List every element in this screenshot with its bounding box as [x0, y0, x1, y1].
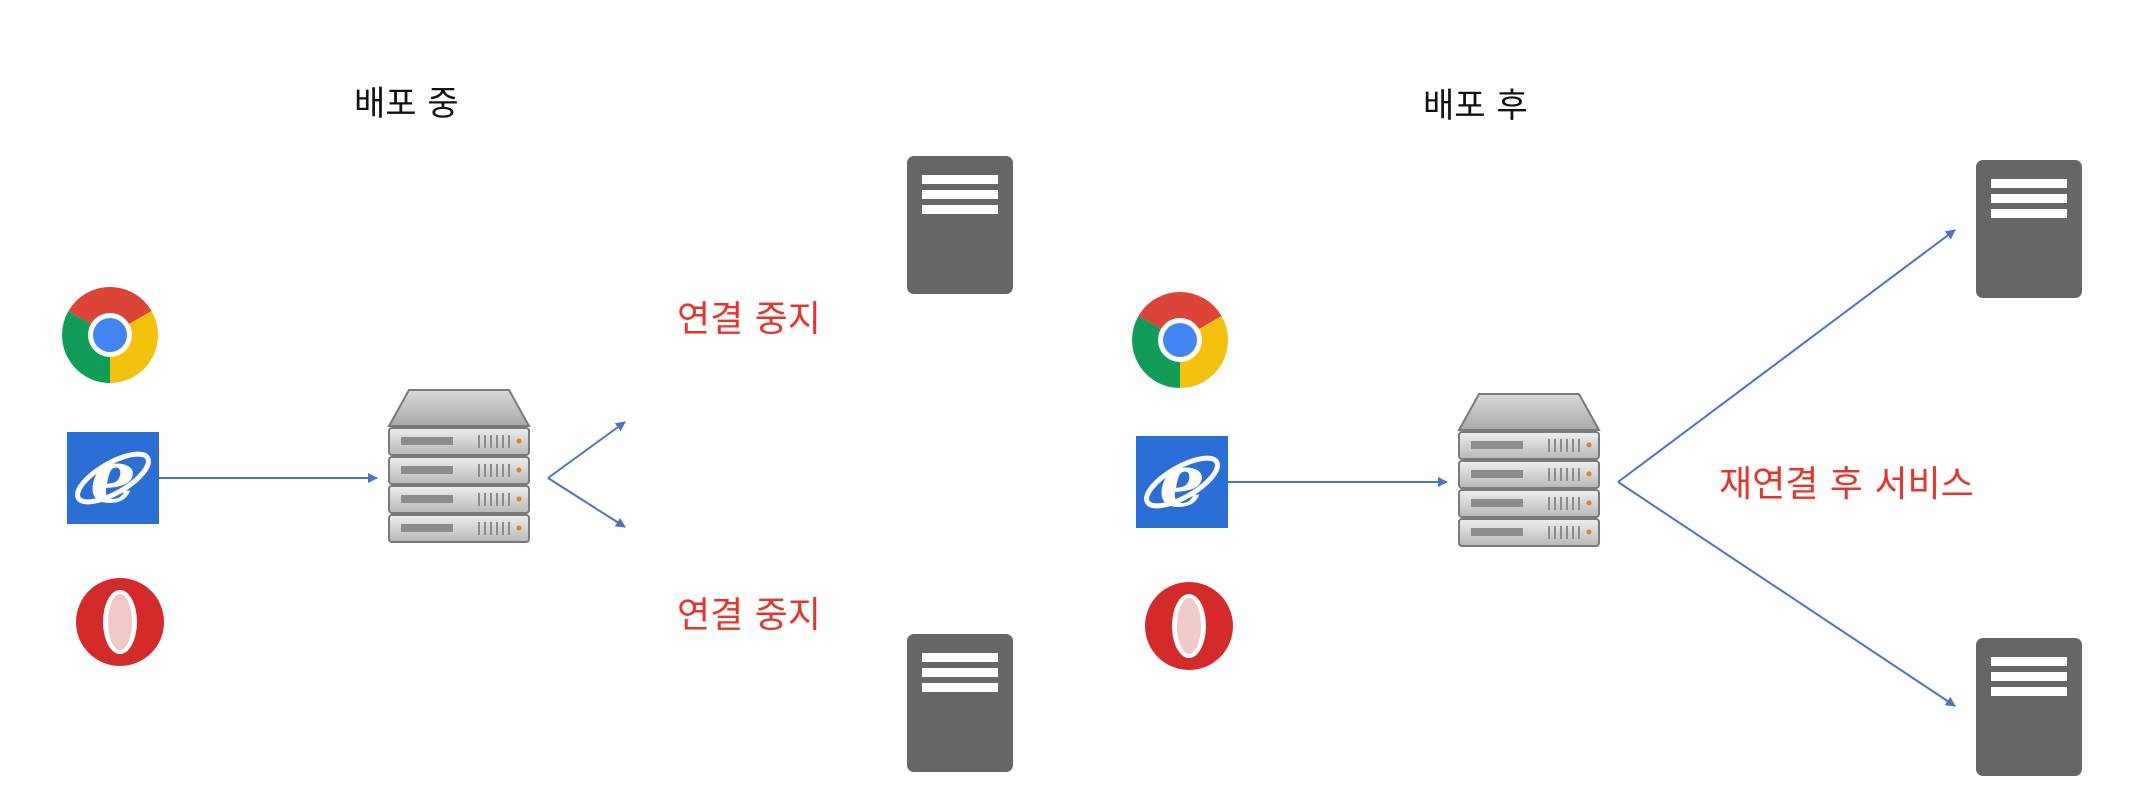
client-to-lb-arrow [159, 473, 378, 483]
opera-icon [74, 576, 166, 668]
internet-explorer-icon: e [67, 432, 159, 524]
panel-title-during: 배포 중 [354, 84, 459, 124]
panel-title-after: 배포 후 [1423, 86, 1528, 126]
status-label-top: 연결 중지 [677, 299, 821, 340]
client-to-lb-arrow [1065, 0, 2142, 804]
svg-text:e: e [1159, 438, 1205, 523]
chrome-icon [60, 285, 160, 385]
status-label-reconnected: 재연결 후 서비스 [1719, 464, 1974, 505]
backend-server-icon [1976, 638, 2082, 776]
lb-split-arrows [547, 421, 626, 528]
chrome-icon [1130, 290, 1230, 390]
opera-icon [1143, 580, 1235, 672]
svg-text:e: e [90, 434, 136, 519]
backend-server-icon [907, 634, 1013, 772]
lb-to-backend-arrows [1065, 0, 2142, 804]
server-rack-icon [1453, 392, 1605, 558]
panel-after-deploy: 배포 후 e [1065, 0, 2142, 804]
status-label-bottom: 연결 중지 [677, 595, 821, 636]
server-rack-icon [383, 388, 535, 554]
backend-server-icon [907, 156, 1013, 294]
panel-during-deploy: 배포 중 e [60, 84, 1013, 772]
backend-server-icon [1976, 160, 2082, 298]
internet-explorer-icon: e [1136, 436, 1228, 528]
